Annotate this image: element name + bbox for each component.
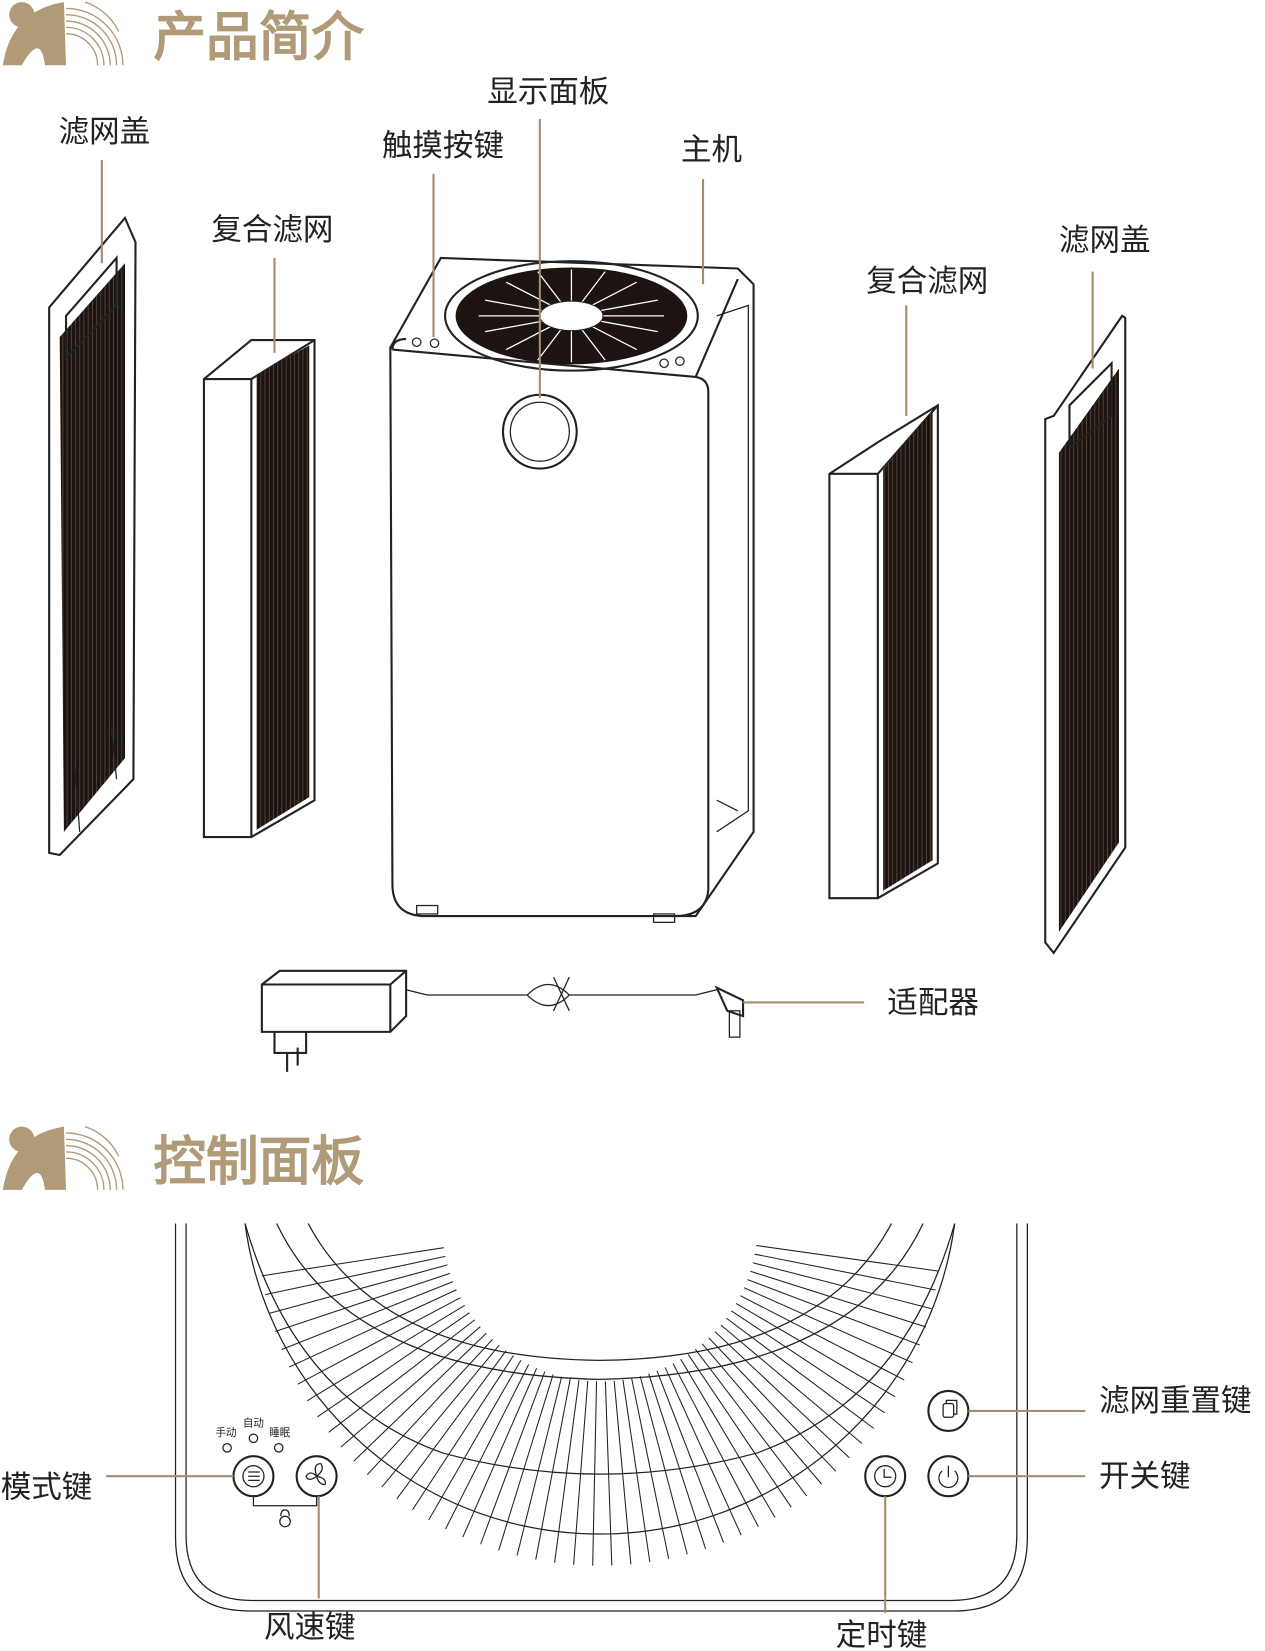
grille-spoke <box>756 1244 939 1272</box>
grille-spoke <box>428 1360 522 1521</box>
grille-spoke <box>731 1310 886 1414</box>
grille-spoke <box>752 1262 932 1310</box>
grille-spoke <box>269 1264 448 1314</box>
grille-spoke <box>340 1326 481 1448</box>
composite-filter-left-drawing <box>202 339 316 839</box>
grille-spoke <box>631 1378 670 1559</box>
indicator-label-auto: 自动 <box>243 1417 264 1430</box>
grille-spoke <box>726 1317 875 1429</box>
grille-spoke <box>687 1354 792 1508</box>
sleep-indicator-light <box>273 1442 284 1453</box>
grille-spoke <box>743 1287 913 1364</box>
power-button[interactable] <box>927 1455 970 1498</box>
grille-spoke <box>462 1368 538 1538</box>
grille-spoke <box>648 1373 707 1550</box>
mode-button[interactable] <box>232 1455 275 1498</box>
label-power-key: 开关键 <box>1099 1460 1191 1495</box>
list-menu-icon <box>242 1465 265 1488</box>
grille-spoke <box>281 1281 454 1350</box>
grille-spoke <box>306 1304 466 1402</box>
grille-spoke <box>694 1348 808 1497</box>
grille-spoke <box>672 1363 759 1528</box>
label-composite-filter-right: 复合滤网 <box>866 265 988 300</box>
grille-spoke <box>740 1295 905 1381</box>
grille-spoke <box>708 1337 837 1472</box>
grille-spoke <box>622 1379 651 1563</box>
label-filter-reset-key: 滤网重置键 <box>1099 1384 1252 1419</box>
power-icon <box>938 1465 959 1489</box>
fan-icon <box>305 1462 327 1486</box>
label-adapter: 适配器 <box>887 986 979 1021</box>
grille-spoke <box>265 1255 446 1296</box>
child-lock-icon <box>279 1509 291 1528</box>
grille-spoke <box>261 1247 444 1277</box>
grille-spoke <box>613 1380 632 1565</box>
grille-spoke <box>747 1279 920 1346</box>
main-unit-drawing <box>389 256 755 924</box>
power-adapter-drawing <box>260 969 745 1072</box>
label-timer-key: 定时键 <box>836 1619 928 1651</box>
indicator-label-sleep: 睡眠 <box>269 1426 291 1439</box>
grille-spoke <box>592 1381 598 1566</box>
grille-spoke <box>714 1331 850 1459</box>
label-composite-filter-left: 复合滤网 <box>211 213 333 248</box>
grille-spoke <box>366 1339 493 1475</box>
label-filter-cover-right: 滤网盖 <box>1059 224 1151 259</box>
grille-spoke <box>554 1379 580 1563</box>
grille-spoke <box>381 1344 500 1488</box>
filter-reset-button[interactable] <box>927 1389 970 1432</box>
control-panel-drawing <box>174 1223 1028 1612</box>
grille-spoke <box>664 1367 742 1536</box>
grille-spoke <box>445 1364 530 1530</box>
grille-spoke <box>656 1370 725 1543</box>
brand-logo-icon <box>2 1 124 66</box>
grille-spoke <box>328 1319 476 1433</box>
grille-spoke <box>735 1302 896 1398</box>
section-header-control-panel: 控制面板 <box>2 1125 364 1192</box>
filter-reset-icon <box>942 1399 958 1418</box>
grille-spoke <box>412 1355 514 1511</box>
grille-spoke <box>680 1358 776 1518</box>
indicator-label-manual: 手动 <box>216 1426 237 1439</box>
label-mode-key: 模式键 <box>1 1470 93 1505</box>
manual-indicator-light <box>222 1442 232 1453</box>
grille-spoke <box>535 1378 571 1560</box>
grille-spoke <box>288 1289 457 1368</box>
grille-spoke <box>754 1253 936 1291</box>
fan-speed-button[interactable] <box>295 1455 338 1498</box>
section-title: 产品简介 <box>153 7 364 68</box>
grille-spoke <box>516 1376 563 1556</box>
clock-icon <box>874 1465 897 1488</box>
grille-spoke <box>353 1332 487 1462</box>
grille-spoke <box>750 1270 927 1328</box>
grille-spoke <box>604 1381 613 1566</box>
brand-logo-icon <box>2 1125 124 1190</box>
label-touch-keys: 触摸按键 <box>382 129 504 164</box>
grille-spoke <box>274 1272 451 1333</box>
composite-filter-right-drawing <box>828 403 939 900</box>
filter-cover-right-drawing <box>1044 314 1127 955</box>
grille-spoke <box>396 1350 507 1500</box>
section-title: 控制面板 <box>153 1131 364 1192</box>
mode-indicators: 手动 自动 睡眠 <box>216 1417 291 1453</box>
grille-spoke <box>498 1374 554 1551</box>
auto-indicator-light <box>248 1433 259 1444</box>
label-filter-cover-left: 滤网盖 <box>59 115 151 150</box>
timer-button[interactable] <box>864 1455 907 1498</box>
grille-spoke <box>720 1324 863 1444</box>
label-main-unit: 主机 <box>681 133 742 168</box>
grille-spoke <box>297 1297 461 1385</box>
grille-spoke <box>573 1380 589 1565</box>
label-fan-speed-key: 风速键 <box>264 1610 356 1645</box>
grille-spoke <box>317 1312 470 1418</box>
label-display-panel: 显示面板 <box>487 75 609 110</box>
grille-spoke <box>639 1376 688 1555</box>
filter-cover-left-drawing <box>48 215 137 857</box>
section-header-product-intro: 产品简介 <box>2 1 364 68</box>
grille-spoke <box>480 1371 546 1545</box>
grille-spoke <box>701 1343 823 1485</box>
